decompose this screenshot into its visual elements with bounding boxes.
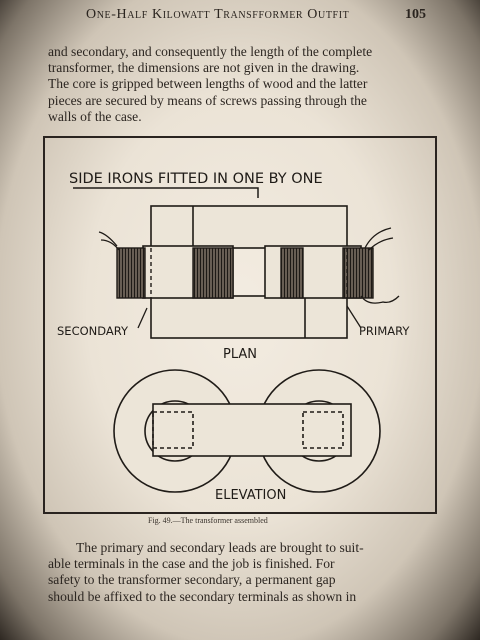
primary-lead — [368, 237, 394, 251]
text-line: pieces are secured by means of screws pa… — [48, 92, 367, 108]
text-line: able terminals in the case and the job i… — [48, 556, 335, 572]
text-line: and secondary, and consequently the leng… — [48, 44, 373, 59]
paragraph-bottom: The primary and secondary leads are brou… — [48, 540, 432, 605]
lead-wires — [98, 227, 400, 304]
primary-coil-left — [280, 247, 304, 299]
secondary-coil-left — [116, 247, 146, 299]
secondary-lead — [100, 239, 120, 251]
transformer-figure: SIDE IRONS FITTED IN ONE BY ONE — [43, 136, 437, 514]
elevation-view — [113, 369, 381, 493]
text-line: should be affixed to the secondary termi… — [48, 588, 357, 604]
text-line: safety to the transformer secondary, a p… — [48, 572, 336, 588]
running-header: One-Half Kilowatt Transfformer Outfit 10… — [86, 7, 436, 29]
primary-lead — [364, 227, 392, 249]
page-number: 105 — [405, 7, 426, 22]
paragraph-top: and secondary, and consequently the leng… — [48, 44, 432, 125]
plan-coils — [116, 247, 374, 299]
figure-caption: Fig. 49.—The transformer assembled — [148, 516, 268, 525]
secondary-leader — [137, 307, 148, 329]
side-irons-leader — [73, 187, 259, 198]
elevation-label: ELEVATION — [215, 488, 286, 503]
secondary-coil-right — [192, 247, 234, 299]
primary-lead — [360, 295, 400, 304]
elevation-limb-left — [152, 411, 194, 449]
figure-frame — [43, 136, 437, 514]
text-line: The core is gripped between lengths of w… — [48, 76, 368, 92]
running-title: One-Half Kilowatt Transfformer Outfit — [86, 7, 350, 22]
text-line: transformer, the dimensions are not give… — [48, 60, 360, 76]
plan-label: PLAN — [223, 347, 257, 362]
text-line: walls of the case. — [48, 108, 142, 124]
bottom-core-bar — [150, 295, 348, 339]
side-irons-label: SIDE IRONS FITTED IN ONE BY ONE — [69, 171, 323, 187]
primary-label: PRIMARY — [359, 324, 410, 338]
elevation-limb-right — [302, 411, 344, 449]
text-line: The primary and secondary leads are brou… — [76, 540, 364, 555]
top-core-bar — [150, 205, 348, 249]
plan-view — [142, 205, 362, 339]
secondary-label: SECONDARY — [57, 324, 129, 338]
primary-coil-right — [342, 247, 374, 299]
primary-leader — [346, 305, 362, 329]
secondary-lead — [98, 231, 118, 247]
